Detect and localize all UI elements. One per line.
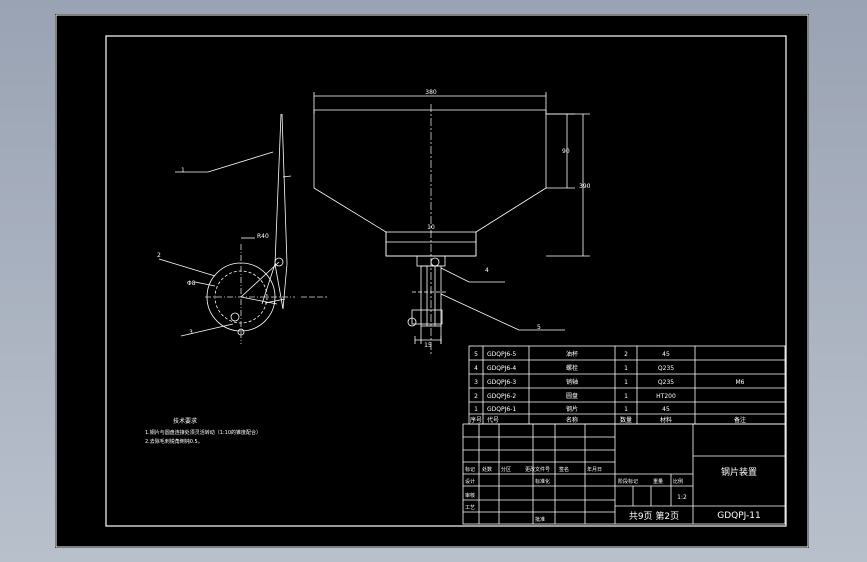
parts-header-name: 名称 xyxy=(566,416,578,424)
outer-border xyxy=(55,14,809,548)
parts-header-material: 材料 xyxy=(660,416,672,424)
title-block xyxy=(462,423,786,525)
parts-header-qty: 数量 xyxy=(620,416,632,424)
leader-2: 2 xyxy=(157,252,161,259)
tb-change-doc: 更改文件号 xyxy=(525,466,550,473)
tb-count: 处数 xyxy=(482,466,492,473)
parts-cell-material: Q235 xyxy=(658,365,674,372)
parts-header-code: 代号 xyxy=(487,416,499,424)
dim-top-width: 380 xyxy=(425,89,437,96)
leader-3: 3 xyxy=(189,329,193,336)
tb-scale: 1:2 xyxy=(677,494,687,501)
parts-header-no: 序号 xyxy=(470,416,482,424)
dim-shaft-width: 15 xyxy=(424,342,432,349)
tb-drawing-number: GDQPJ-11 xyxy=(717,511,760,521)
parts-cell-no: 3 xyxy=(474,379,478,386)
leader-1: 1 xyxy=(181,167,185,174)
parts-cell-material: 45 xyxy=(662,406,670,413)
drawing-canvas: 380 90 390 10 15 R40 Φ8 1 2 3 4 5 技术要求 1… xyxy=(55,14,809,548)
title-block-labels: 标记 处数 分区 更改文件号 签名 年月日 设计 标准化 审核 工艺 批准 阶段… xyxy=(465,466,761,523)
parts-cell-name: 螺栓 xyxy=(566,364,578,372)
tb-review: 审核 xyxy=(465,492,475,499)
tb-design: 设计 xyxy=(465,478,475,485)
cad-viewport[interactable]: 380 90 390 10 15 R40 Φ8 1 2 3 4 5 技术要求 1… xyxy=(55,14,809,548)
parts-cell-code: GDQPJ6-1 xyxy=(487,406,516,413)
leader-5: 5 xyxy=(537,324,541,331)
parts-cell-no: 4 xyxy=(474,365,478,372)
dim-bottom-width: 10 xyxy=(427,224,435,231)
tb-mark: 标记 xyxy=(465,466,475,473)
parts-cell-qty: 1 xyxy=(624,393,628,400)
inner-border xyxy=(105,35,787,527)
hopper-view xyxy=(313,92,590,354)
parts-cell-note: M6 xyxy=(736,379,745,386)
parts-cell-code: GDQPJ6-5 xyxy=(487,351,516,358)
tech-req-title: 技术要求 xyxy=(173,417,197,425)
dim-angle: R40 xyxy=(257,233,269,240)
tb-title: 钢片装置 xyxy=(721,466,757,478)
parts-cell-code: GDQPJ6-4 xyxy=(487,365,516,372)
parts-cell-qty: 1 xyxy=(624,406,628,413)
tb-stage-mark: 阶段标记 xyxy=(618,478,638,485)
dimension-labels: 380 90 390 10 15 R40 Φ8 xyxy=(187,89,591,349)
tech-req-line-1: 1.钢片与圆盘连接处须灵活转动（1:10的锥度配合） xyxy=(145,429,261,436)
dim-radius: Φ8 xyxy=(187,280,196,287)
tb-zone: 分区 xyxy=(501,466,511,473)
tech-requirements: 技术要求 1.钢片与圆盘连接处须灵活转动（1:10的锥度配合） 2.去除毛刺锐角… xyxy=(145,417,261,445)
parts-cell-code: GDQPJ6-2 xyxy=(487,393,516,400)
parts-cell-code: GDQPJ6-3 xyxy=(487,379,516,386)
dim-right-inner: 90 xyxy=(562,148,570,155)
parts-cell-material: 45 xyxy=(662,351,670,358)
tb-date: 年月日 xyxy=(587,466,602,473)
leader-labels: 1 2 3 4 5 xyxy=(157,167,541,336)
parts-cell-name: 销轴 xyxy=(566,378,578,386)
parts-cell-material: HT200 xyxy=(656,393,676,400)
parts-cell-name: 钢片 xyxy=(566,405,578,413)
parts-cell-material: Q235 xyxy=(658,379,674,386)
tb-sheet-info: 共9页 第2页 xyxy=(629,510,679,522)
parts-cell-qty: 1 xyxy=(624,365,628,372)
left-view xyxy=(158,113,327,344)
parts-cell-no: 1 xyxy=(474,406,478,413)
parts-cell-name: 油杯 xyxy=(566,350,578,358)
tb-approve: 批准 xyxy=(535,516,545,523)
parts-cell-no: 5 xyxy=(474,351,478,358)
parts-cell-qty: 2 xyxy=(624,351,628,358)
tb-scale-label: 比例 xyxy=(673,478,683,485)
leader-4: 4 xyxy=(485,267,489,274)
parts-cell-no: 2 xyxy=(474,393,478,400)
tb-weight: 重量 xyxy=(653,478,663,485)
tb-signature: 签名 xyxy=(559,466,569,473)
tech-req-line-2: 2.去除毛刺锐角倒钝0.5。 xyxy=(145,438,203,445)
tb-process: 工艺 xyxy=(465,505,475,511)
parts-header-note: 备注 xyxy=(734,416,746,424)
parts-cell-qty: 1 xyxy=(624,379,628,386)
tb-standardization: 标准化 xyxy=(535,478,550,485)
dim-right-outer: 390 xyxy=(579,183,591,190)
parts-cell-name: 圆盘 xyxy=(566,392,578,400)
